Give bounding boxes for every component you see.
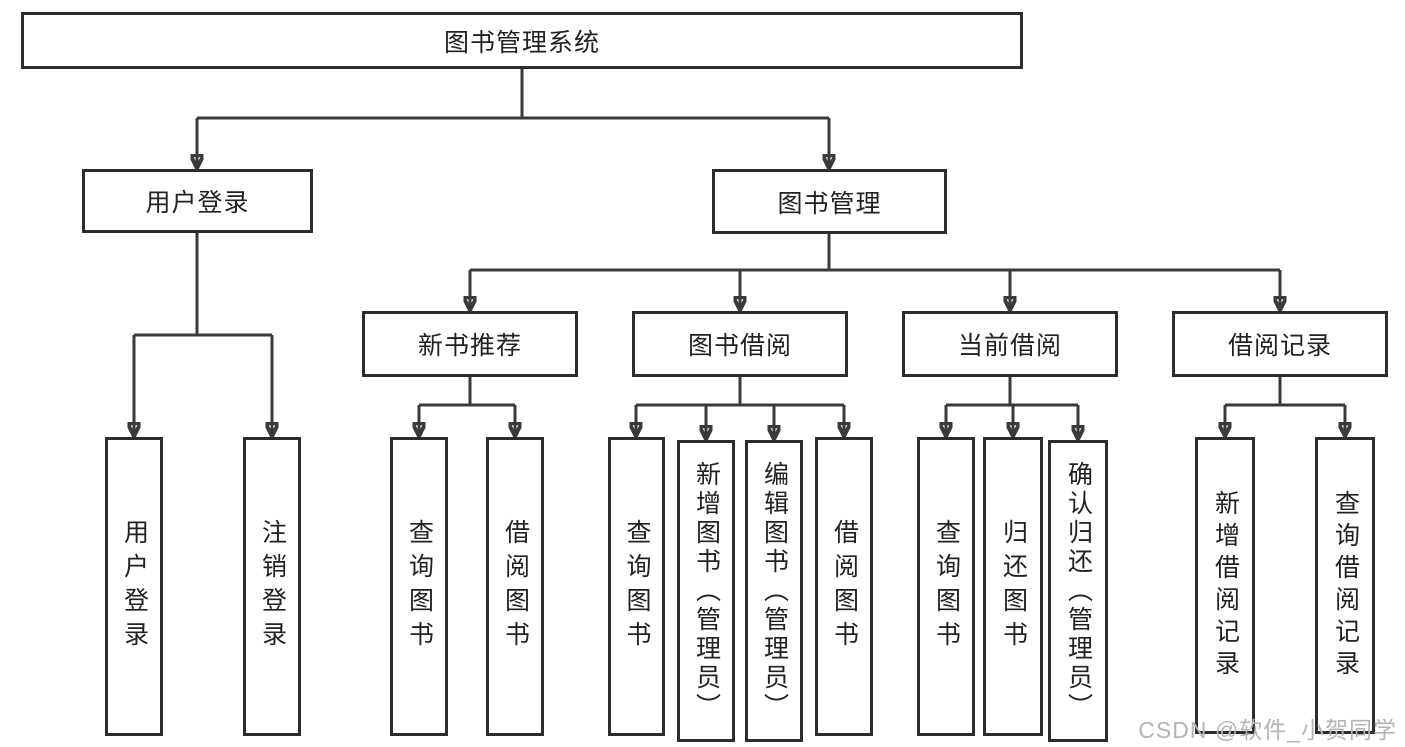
- node-bb-query-books: 查询图书: [608, 437, 665, 736]
- node-br-add-record: 新增借阅记录: [1195, 437, 1255, 734]
- edges-user-login-children: [134, 233, 272, 435]
- node-bb-borrow-books: 借阅图书: [815, 437, 873, 736]
- node-cb-return-books: 归还图书: [983, 437, 1043, 736]
- node-book-management: 图书管理: [712, 169, 947, 234]
- csdn-watermark: CSDN @软件_小贺同学: [1138, 717, 1397, 743]
- edges-book-borrow-children: [636, 377, 844, 438]
- node-borrow-records: 借阅记录: [1172, 311, 1388, 377]
- node-new-book-recommend: 新书推荐: [362, 311, 578, 377]
- node-nbr-query-books: 查询图书: [390, 437, 448, 736]
- edges-borrow-records-children: [1225, 377, 1345, 435]
- node-current-borrow: 当前借阅: [902, 311, 1118, 377]
- edges-root-to-level2: [197, 69, 829, 167]
- node-root: 图书管理系统: [21, 12, 1023, 69]
- edges-current-borrow-children: [946, 377, 1078, 438]
- node-bb-add-books: 新增图书（管理员）: [677, 440, 735, 742]
- edges-book-management-children: [470, 234, 1280, 309]
- node-book-borrow: 图书借阅: [632, 311, 848, 377]
- edges-new-book-recommend-children: [419, 377, 515, 435]
- node-user-login-action: 用户登录: [105, 437, 163, 736]
- node-nbr-borrow-books: 借阅图书: [486, 437, 544, 736]
- node-bb-edit-books: 编辑图书（管理员）: [745, 440, 803, 742]
- node-cb-confirm-return: 确认归还（管理员）: [1048, 440, 1108, 742]
- node-cb-query-books: 查询图书: [917, 437, 975, 736]
- node-br-query-record: 查询借阅记录: [1315, 437, 1375, 734]
- node-logout-action: 注销登录: [243, 437, 301, 736]
- node-user-login: 用户登录: [82, 169, 313, 233]
